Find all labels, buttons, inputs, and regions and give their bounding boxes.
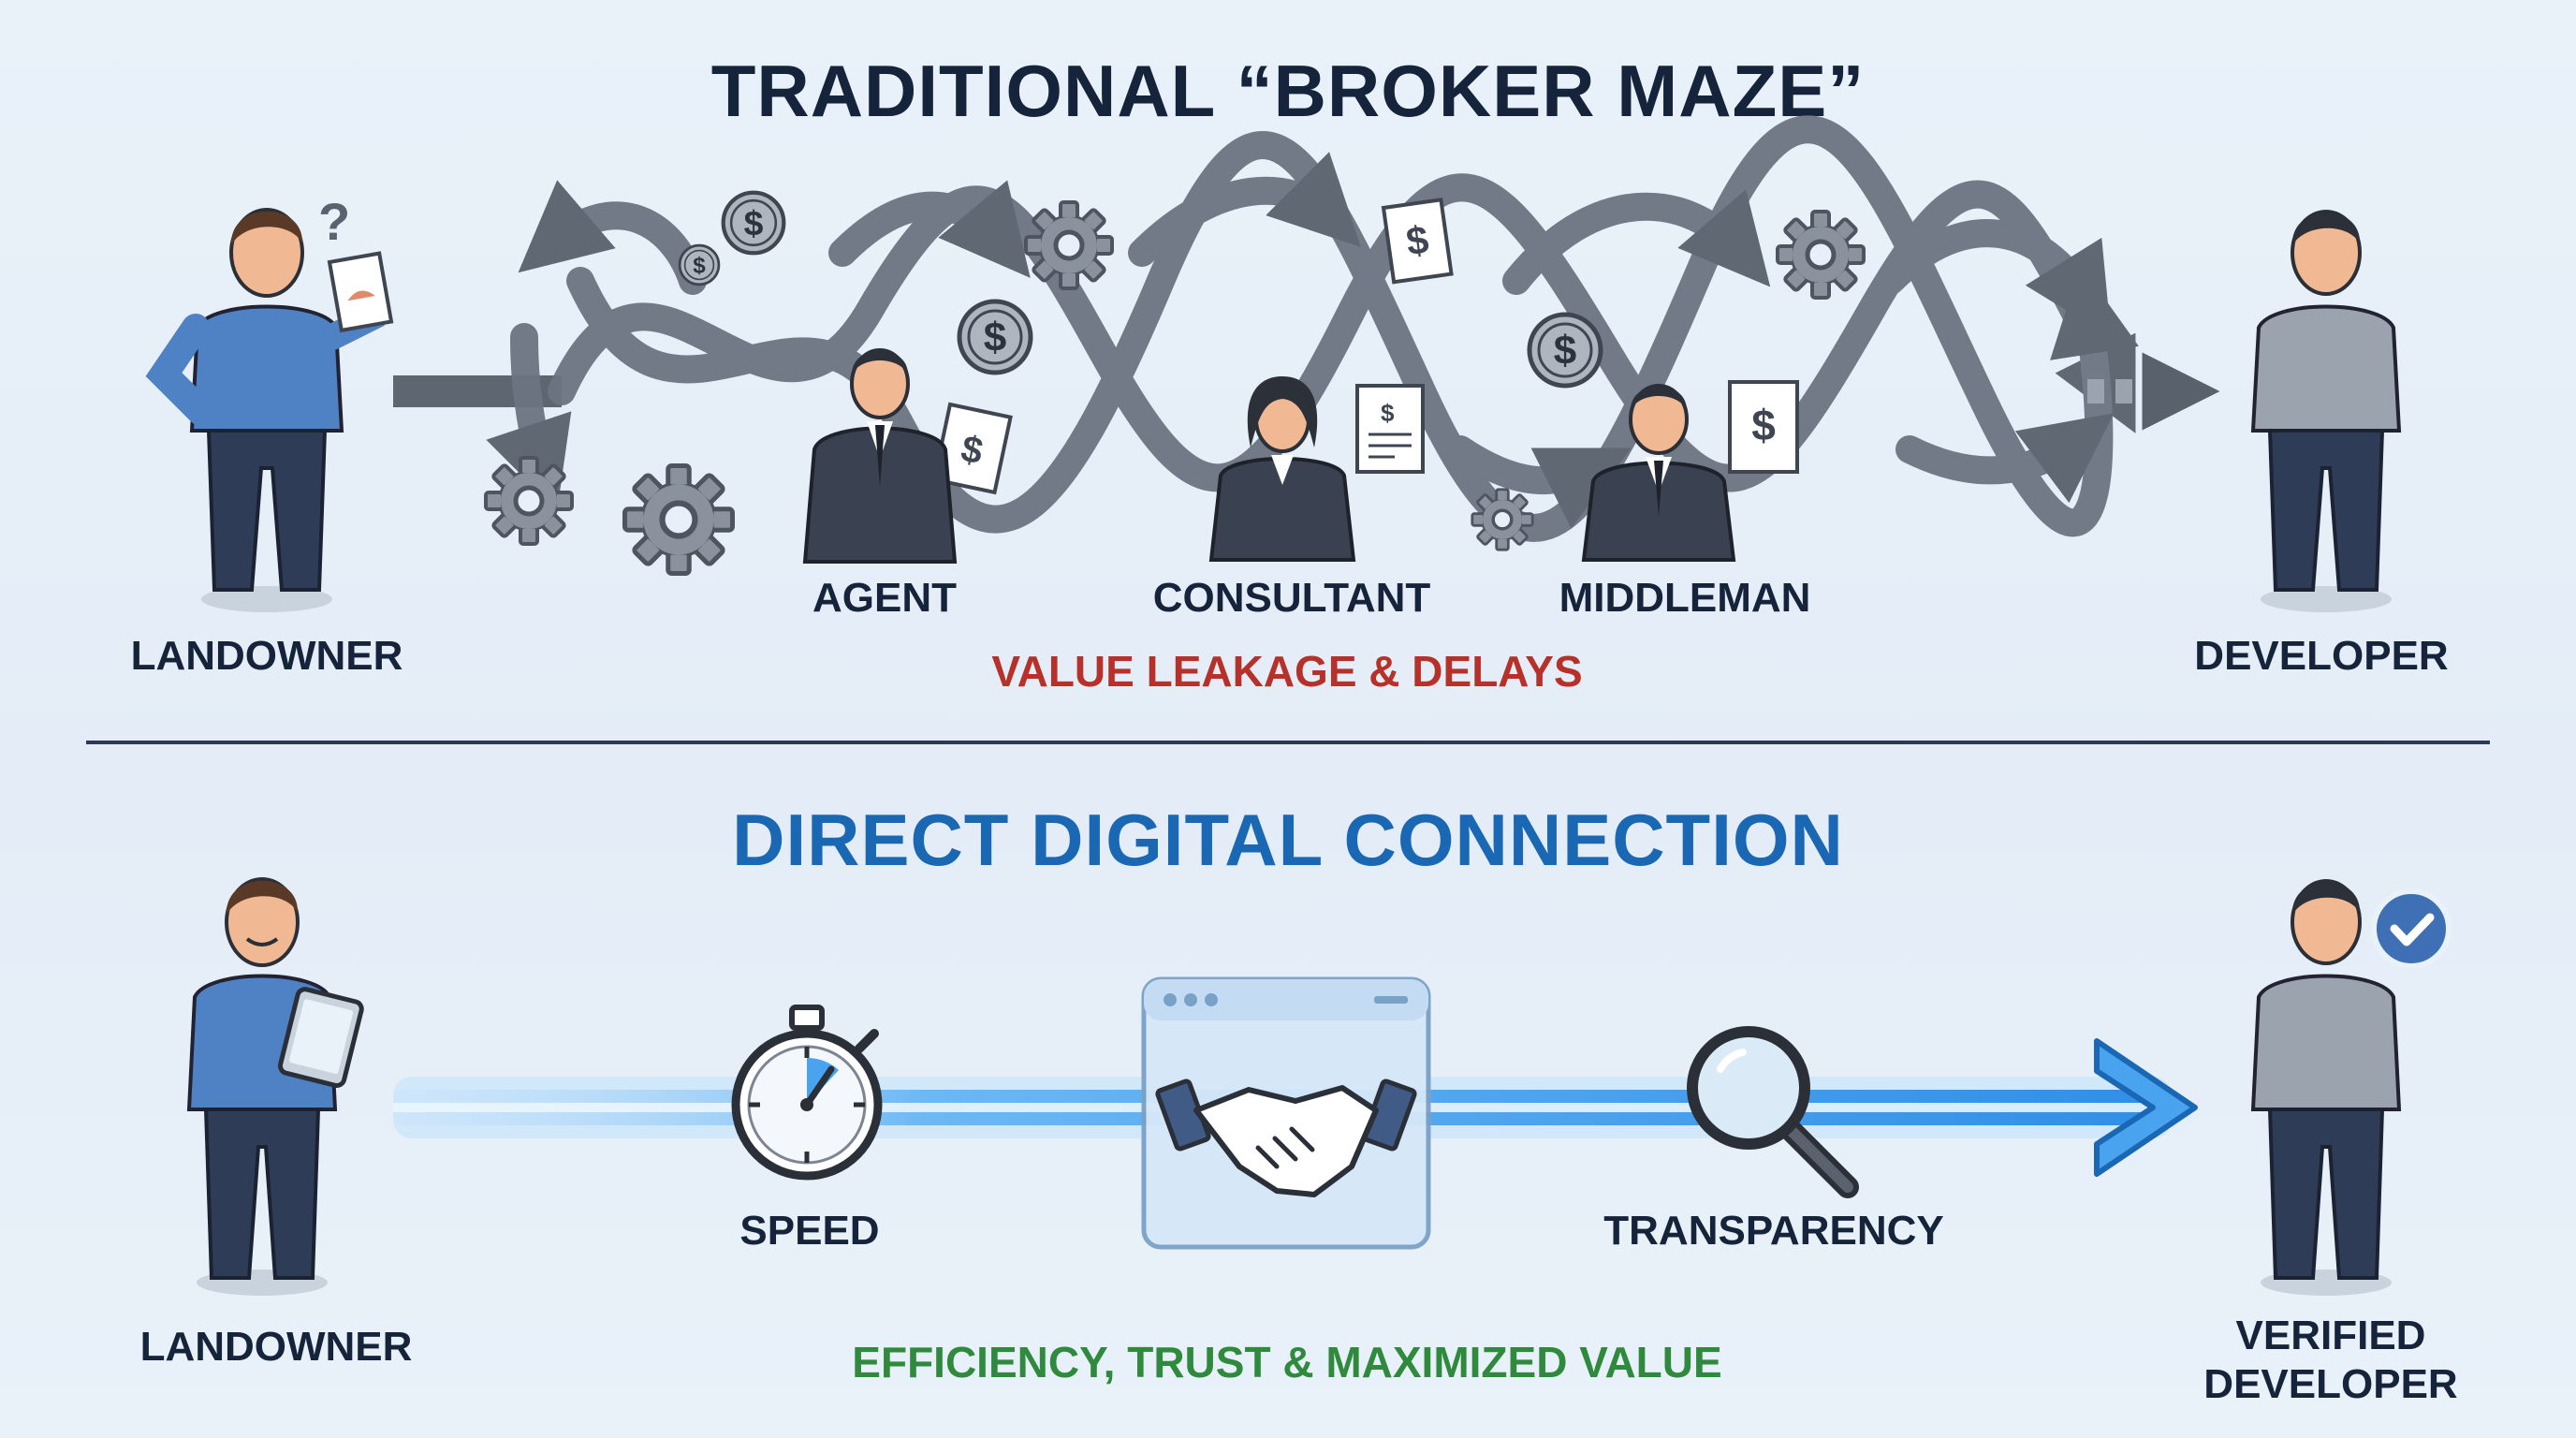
- platform-window: [1141, 976, 1431, 1250]
- value-leakage-caption: VALUE LEAKAGE & DELAYS: [991, 647, 1583, 696]
- verified-developer-label-line1: VERIFIED: [2235, 1313, 2426, 1358]
- agent-label: AGENT: [812, 575, 957, 621]
- agent-figure: [802, 348, 958, 564]
- landowner-figure-top: [145, 208, 385, 612]
- middleman-figure: [1581, 384, 1736, 562]
- svg-text:$: $: [1381, 399, 1395, 427]
- verified-developer-figure: [2250, 879, 2402, 1296]
- question-icon: ?: [318, 192, 350, 251]
- top-developer-label: DEVELOPER: [2194, 633, 2449, 679]
- top-landowner-label: LANDOWNER: [130, 633, 403, 679]
- stopwatch-icon: [731, 1005, 883, 1181]
- document-icon: [327, 251, 394, 333]
- verified-check-icon: [2371, 888, 2452, 969]
- document-icon: $: [1381, 198, 1454, 285]
- consultant-label: CONSULTANT: [1152, 575, 1431, 621]
- section-divider: [86, 741, 2490, 744]
- tablet-icon: [277, 987, 364, 1089]
- magnifier-icon: [1687, 1026, 1859, 1198]
- document-icon: $: [1728, 380, 1799, 474]
- arrow-icon: [2094, 1038, 2198, 1177]
- handshake-icon: [1155, 1078, 1417, 1197]
- developer-figure-top: [2250, 210, 2402, 612]
- broker-maze-graphic: $ $ $ $ $: [145, 115, 2402, 612]
- landowner-figure-bottom: [186, 877, 364, 1296]
- document-icon: $: [1355, 384, 1425, 474]
- bottom-title: DIRECT DIGITAL CONNECTION: [732, 799, 1844, 881]
- svg-text:$: $: [1751, 401, 1776, 449]
- middleman-label: MIDDLEMAN: [1559, 575, 1811, 621]
- verified-developer-label-line2: DEVELOPER: [2203, 1361, 2458, 1407]
- efficiency-caption: EFFICIENCY, TRUST & MAXIMIZED VALUE: [852, 1338, 1722, 1387]
- speed-label: SPEED: [739, 1208, 880, 1254]
- top-title: TRADITIONAL “BROKER MAZE”: [710, 50, 1866, 132]
- money-bill-icon: $: [931, 402, 1013, 495]
- consultant-figure: [1208, 376, 1356, 562]
- bottom-landowner-label: LANDOWNER: [139, 1324, 413, 1370]
- transparency-label: TRANSPARENCY: [1603, 1208, 1944, 1254]
